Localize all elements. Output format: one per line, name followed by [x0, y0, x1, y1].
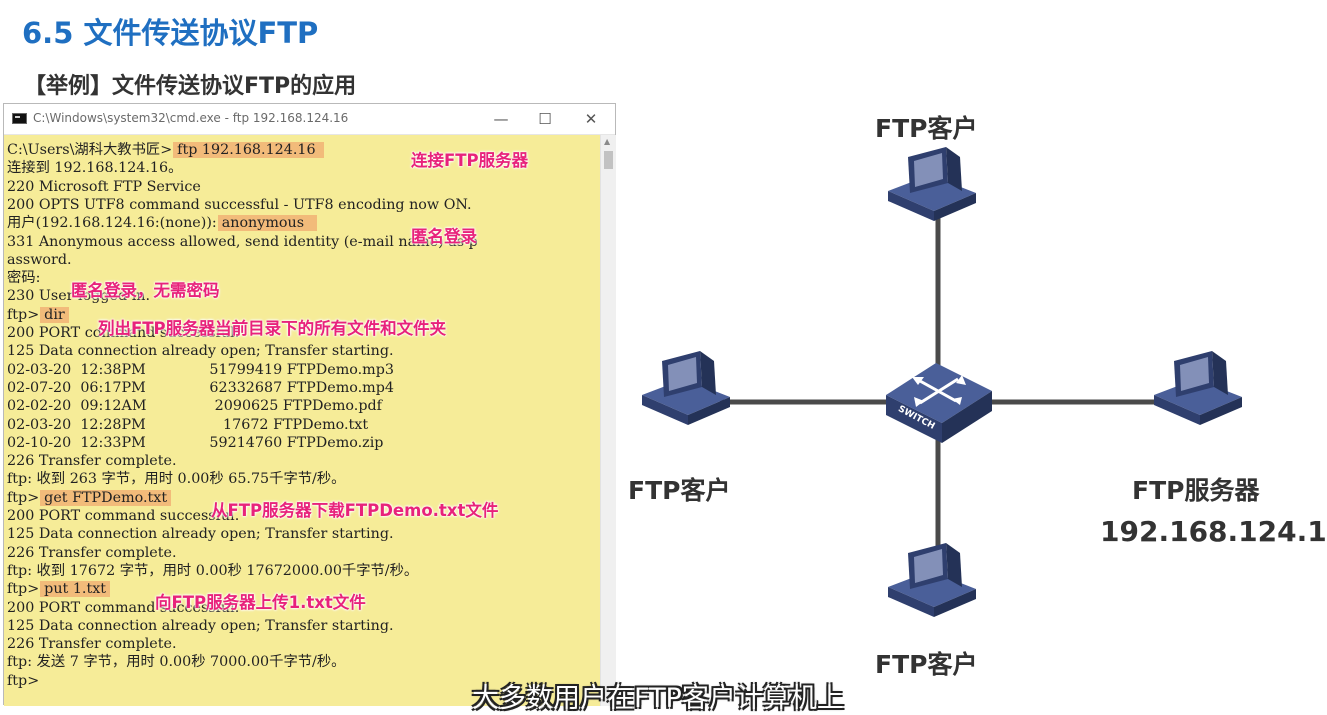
vertical-scrollbar[interactable]: ▲ [600, 135, 616, 706]
console-line-text: 02-07-20 06:17PM 62332687 FTPDemo.mp4 [7, 379, 394, 396]
annotation-dir: 列出FTP服务器当前目录下的所有文件和文件夹 [98, 319, 447, 338]
console-command: dir [40, 306, 69, 323]
console-line: 226 Transfer complete. [7, 544, 177, 562]
console-line-text: 密码: [7, 270, 41, 287]
console-command: get FTPDemo.txt [40, 489, 172, 506]
annotation-put: 向FTP服务器上传1.txt文件 [155, 593, 366, 612]
console-line: 200 PORT command successful. [7, 507, 239, 525]
console-line-text: 02-02-20 09:12AM 2090625 FTPDemo.pdf [7, 398, 382, 415]
label-client-left: FTP客户 [628, 476, 731, 505]
console-line-text: 125 Data connection already open; Transf… [7, 343, 394, 360]
console-line: 连接到 192.168.124.16。 [7, 159, 182, 177]
console-line-text: 连接到 192.168.124.16。 [7, 160, 183, 177]
console-line: ftp: 收到 263 字节，用时 0.00秒 65.75千字节/秒。 [7, 470, 345, 488]
scroll-thumb[interactable] [604, 151, 613, 169]
computer-top-icon [888, 147, 976, 221]
label-client-top: FTP客户 [875, 114, 978, 143]
console-line-text: ftp> [7, 581, 40, 598]
console-line-text: ftp: 收到 263 字节，用时 0.00秒 65.75千字节/秒。 [7, 471, 346, 488]
console-line-text: 200 PORT command successful. [7, 599, 240, 616]
console-line: 200 PORT command successful. [7, 324, 239, 342]
slide-title: 6.5 文件传送协议FTP [22, 16, 319, 50]
console-line: ftp>dir [7, 306, 69, 324]
annotation-no-password: 匿名登录，无需密码 [71, 281, 220, 300]
slide-subtitle: 【举例】文件传送协议FTP的应用 [24, 74, 357, 99]
label-client-bottom: FTP客户 [875, 650, 978, 679]
console-command: ftp 192.168.124.16 [173, 142, 325, 158]
console-line-text: 02-10-20 12:33PM 59214760 FTPDemo.zip [7, 434, 384, 451]
switch-icon: SWITCH [886, 363, 992, 443]
console-line-text: ftp> [7, 489, 40, 506]
console-line: 331 Anonymous access allowed, send ident… [7, 233, 478, 251]
console-line: 02-03-20 12:38PM 51799419 FTPDemo.mp3 [7, 361, 394, 379]
console-line-text: 226 Transfer complete. [7, 544, 177, 561]
console-line-text: C:\Users\湖科大教书匠> [7, 142, 173, 158]
console-line: 200 OPTS UTF8 command successful - UTF8 … [7, 196, 472, 214]
annotation-connect: 连接FTP服务器 [411, 151, 529, 170]
scroll-up-icon[interactable]: ▲ [604, 137, 611, 146]
console-line-text: 226 Transfer complete. [7, 636, 177, 653]
console-line-text: 125 Data connection already open; Transf… [7, 617, 394, 634]
console-line: 220 Microsoft FTP Service [7, 178, 201, 196]
console-line-text: 02-03-20 12:28PM 17672 FTPDemo.txt [7, 416, 369, 433]
console-line: ftp>get FTPDemo.txt [7, 489, 172, 507]
computer-server-icon [1154, 351, 1242, 425]
console-line-text: 226 Transfer complete. [7, 453, 177, 470]
label-server: FTP服务器 [1132, 476, 1260, 505]
network-diagram-svg: SWITCH [642, 147, 1242, 617]
console-line: ftp: 发送 7 字节，用时 0.00秒 7000.00千字节/秒。 [7, 653, 345, 671]
cmd-window[interactable]: C:\Windows\system32\cmd.exe - ftp 192.16… [3, 103, 616, 706]
console-line: 200 PORT command successful. [7, 599, 239, 617]
console-line: 125 Data connection already open; Transf… [7, 617, 394, 635]
window-titlebar[interactable]: C:\Windows\system32\cmd.exe - ftp 192.16… [4, 104, 615, 135]
console-line-text: assword. [7, 251, 72, 268]
console-command: put 1.txt [40, 581, 111, 598]
window-title: C:\Windows\system32\cmd.exe - ftp 192.16… [33, 111, 349, 125]
annotation-anon-login: 匿名登录 [411, 227, 477, 246]
annotation-get: 从FTP服务器下载FTPDemo.txt文件 [211, 501, 499, 520]
console-line-text: 331 Anonymous access allowed, send ident… [7, 233, 478, 250]
maximize-button[interactable]: ☐ [538, 110, 552, 128]
console-line: 密码: [7, 269, 40, 287]
computer-bottom-icon [888, 543, 976, 617]
console-line-text: ftp: 发送 7 字节，用时 0.00秒 7000.00千字节/秒。 [7, 654, 346, 671]
computer-left-icon [642, 351, 730, 425]
console-line: 125 Data connection already open; Transf… [7, 525, 394, 543]
console-line: 230 User logged in. [7, 287, 150, 305]
console-line: ftp>put 1.txt [7, 580, 111, 598]
console-line: C:\Users\湖科大教书匠>ftp 192.168.124.16 [7, 141, 325, 159]
console-line: ftp: 收到 17672 字节，用时 0.00秒 17672000.00千字节… [7, 562, 418, 580]
console-line-text: 200 PORT command successful. [7, 508, 240, 524]
cmd-icon [12, 113, 27, 124]
console-line-text: 200 OPTS UTF8 command successful - UTF8 … [7, 196, 472, 213]
console-line-text: 125 Data connection already open; Transf… [7, 526, 394, 543]
console-line: 用户(192.168.124.16:(none)):anonymous [7, 214, 318, 232]
console-line: assword. [7, 251, 72, 269]
console-output[interactable]: C:\Users\湖科大教书匠>ftp 192.168.124.16 连接到 1… [4, 135, 600, 706]
console-line: ftp> [7, 672, 39, 690]
console-line-text: 200 PORT command successful. [7, 325, 240, 341]
console-line-text: ftp> [7, 306, 40, 323]
console-line-text: 用户(192.168.124.16:(none)): [7, 215, 217, 232]
label-server-ip: 192.168.124.1 [1100, 515, 1327, 548]
console-command: anonymous [217, 215, 318, 232]
console-line: 226 Transfer complete. [7, 635, 177, 653]
console-line-text: 220 Microsoft FTP Service [7, 178, 201, 195]
console-line-text: 230 User logged in. [7, 288, 151, 305]
console-line: 02-02-20 09:12AM 2090625 FTPDemo.pdf [7, 397, 382, 415]
video-caption: 大多数用户在FTP客户计算机上 [472, 683, 844, 714]
console-line: 02-10-20 12:33PM 59214760 FTPDemo.zip [7, 434, 383, 452]
minimize-button[interactable]: — [493, 110, 509, 128]
console-line-text: ftp> [7, 672, 40, 689]
console-line: 02-07-20 06:17PM 62332687 FTPDemo.mp4 [7, 379, 394, 397]
console-line-text: ftp: 收到 17672 字节，用时 0.00秒 17672000.00千字节… [7, 562, 419, 579]
network-diagram: SWITCH [620, 95, 1327, 685]
console-line-text: 02-03-20 12:38PM 51799419 FTPDemo.mp3 [7, 361, 394, 378]
console-line: 125 Data connection already open; Transf… [7, 342, 394, 360]
console-line: 226 Transfer complete. [7, 452, 177, 470]
console-line: 02-03-20 12:28PM 17672 FTPDemo.txt [7, 416, 368, 434]
close-button[interactable]: ✕ [584, 110, 598, 128]
